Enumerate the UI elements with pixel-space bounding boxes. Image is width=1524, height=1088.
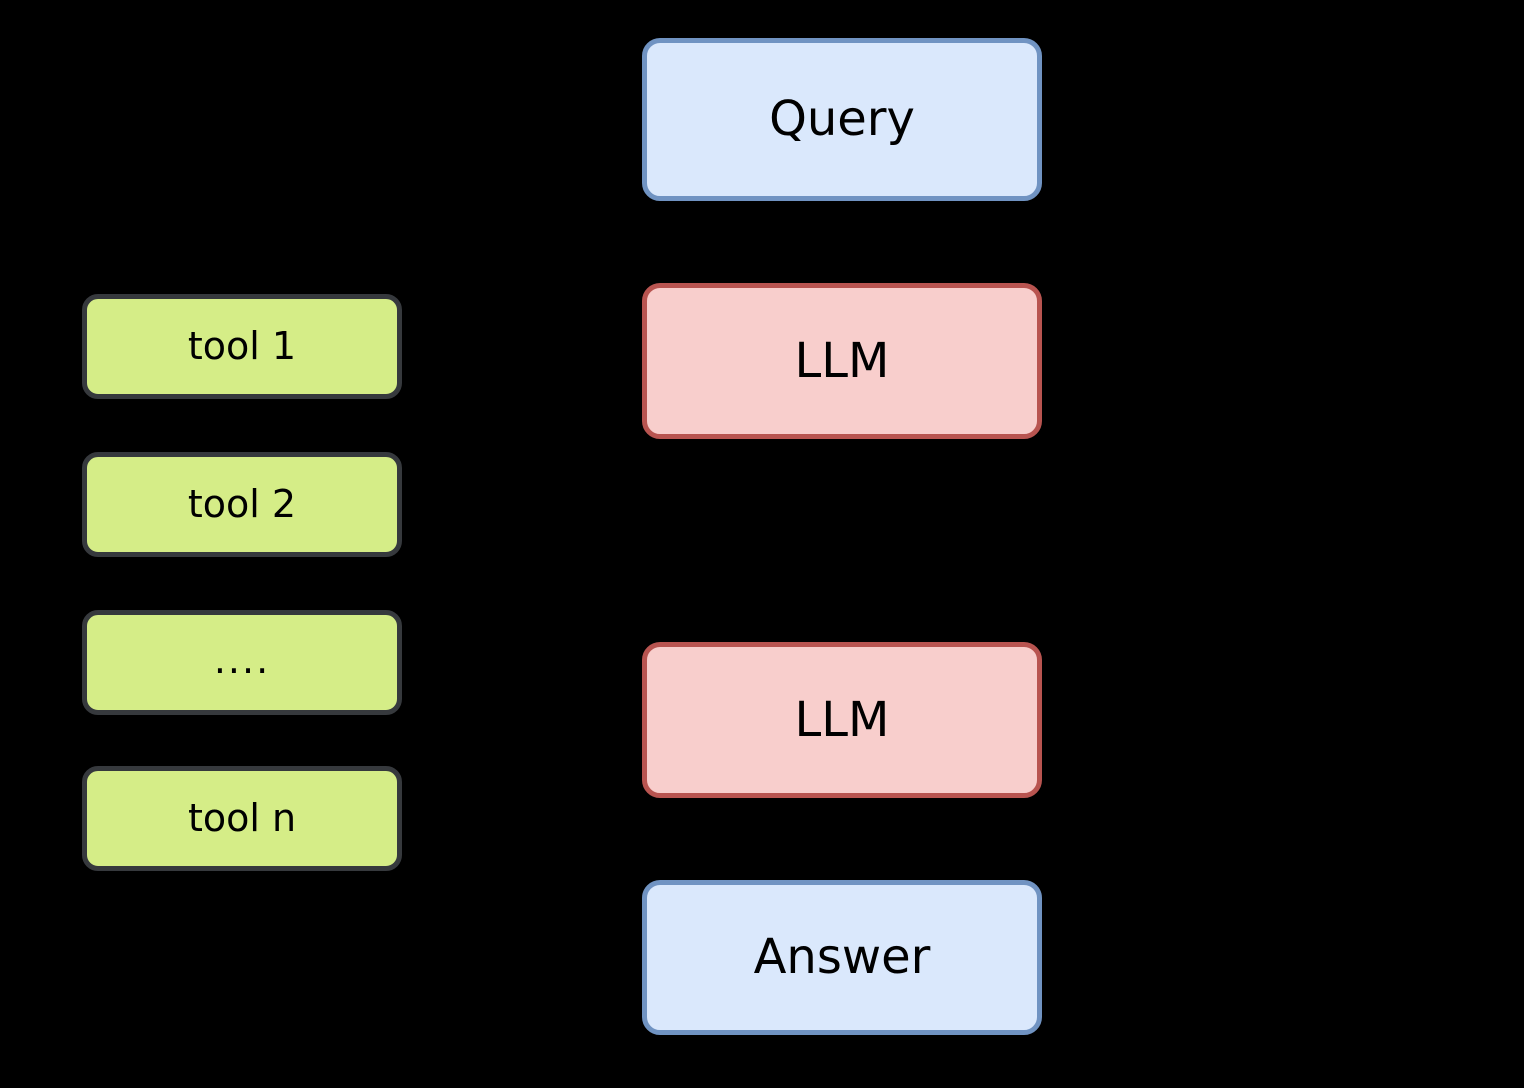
tool-node-n-label: tool n: [187, 795, 297, 840]
tool-node-ellipsis[interactable]: ....: [82, 610, 402, 715]
tool-node-ellipsis-label: ....: [213, 637, 271, 682]
query-node-label: Query: [769, 91, 915, 148]
tool-node-1[interactable]: tool 1: [82, 294, 402, 399]
llm-node-first-label: LLM: [794, 332, 890, 389]
answer-node[interactable]: Answer: [642, 880, 1042, 1035]
tool-node-2-label: tool 2: [187, 481, 297, 526]
llm-node-first[interactable]: LLM: [642, 283, 1042, 439]
llm-node-second-label: LLM: [794, 691, 890, 748]
tool-node-2[interactable]: tool 2: [82, 452, 402, 557]
answer-node-label: Answer: [753, 929, 931, 986]
query-node[interactable]: Query: [642, 38, 1042, 201]
tool-node-n[interactable]: tool n: [82, 766, 402, 871]
tool-node-1-label: tool 1: [187, 323, 297, 368]
llm-node-second[interactable]: LLM: [642, 642, 1042, 798]
